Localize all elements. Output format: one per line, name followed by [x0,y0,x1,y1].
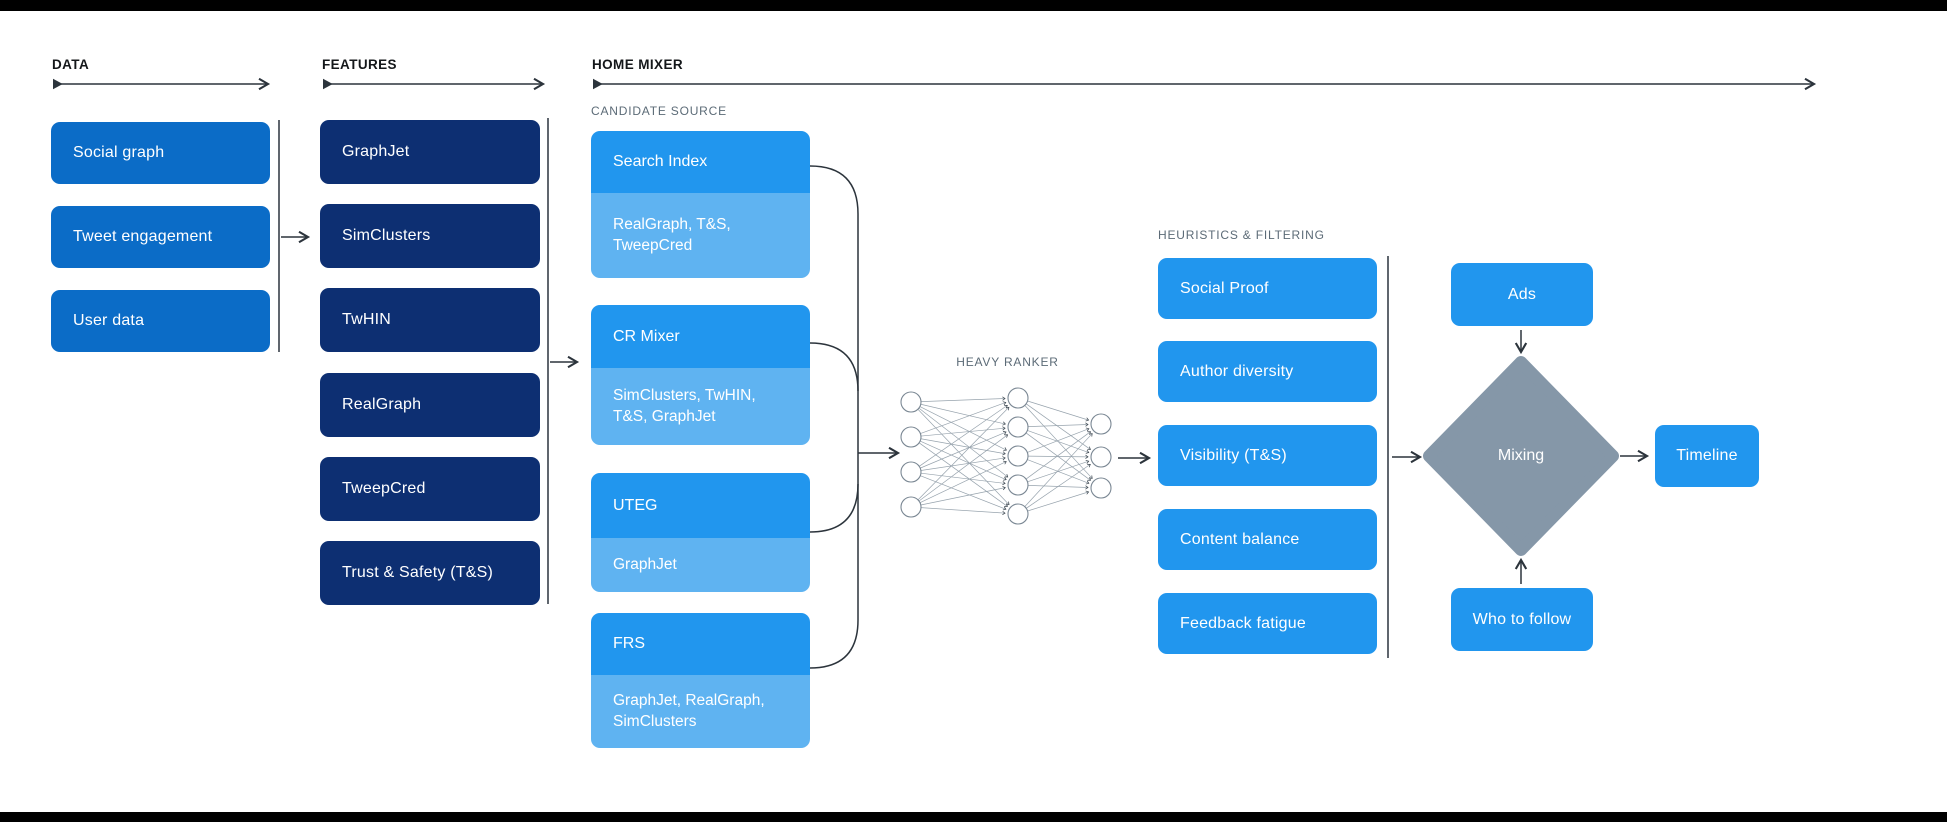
feature-box-graphjet: GraphJet [320,120,540,184]
candidate-source-uteg: UTEG GraphJet [591,473,810,592]
divider-lines [278,118,1389,658]
neural-network-node [1007,474,1029,496]
candidate-source-cr-mixer: CR Mixer SimClusters, TwHIN, T&S, GraphJ… [591,305,810,445]
candidate-source-name: Search Index [591,131,810,193]
neural-network-node [1007,445,1029,467]
bottom-black-bar [0,812,1947,822]
feature-box-trust-safety: Trust & Safety (T&S) [320,541,540,605]
candidate-source-features: SimClusters, TwHIN, T&S, GraphJet [591,368,810,445]
neural-network-node [900,461,922,483]
who-to-follow-box: Who to follow [1451,588,1593,651]
neural-network-node [1007,503,1029,525]
data-box-social-graph: Social graph [51,122,270,184]
data-box-user-data: User data [51,290,270,352]
neural-network-node [900,426,922,448]
candidate-source-name: FRS [591,613,810,675]
neural-network-node [1090,477,1112,499]
feature-box-tweepcred: TweepCred [320,457,540,521]
candidate-source-name: CR Mixer [591,305,810,368]
candidate-source-subheader: CANDIDATE SOURCE [591,104,727,118]
candidate-source-features: RealGraph, T&S, TweepCred [591,193,810,278]
data-column-header: DATA [52,57,90,72]
neural-network-node [1090,413,1112,435]
neural-network-node [1007,387,1029,409]
feature-box-simclusters: SimClusters [320,204,540,268]
candidate-source-features: GraphJet, RealGraph, SimClusters [591,675,810,748]
cr-mixer-curve [809,342,859,392]
flow-arrows [281,230,1650,584]
candidate-source-frs: FRS GraphJet, RealGraph, SimClusters [591,613,810,748]
heuristic-box-author-diversity: Author diversity [1158,341,1377,402]
candidate-source-name: UTEG [591,473,810,538]
search-index-curve [809,165,859,215]
heuristic-box-feedback-fatigue: Feedback fatigue [1158,593,1377,654]
neural-network-node [1090,446,1112,468]
heuristic-box-visibility: Visibility (T&S) [1158,425,1377,486]
candidate-source-search-index: Search Index RealGraph, T&S, TweepCred [591,131,810,278]
uteg-curve [809,483,859,533]
heuristics-header: HEURISTICS & FILTERING [1158,228,1325,242]
heuristic-box-content-balance: Content balance [1158,509,1377,570]
data-box-tweet-engagement: Tweet engagement [51,206,270,268]
top-black-bar [0,0,1947,11]
mixing-diamond-label: Mixing [1497,447,1545,464]
mixing-diamond-shape [1423,356,1619,556]
heavy-ranker-label: HEAVY RANKER [956,355,1059,369]
neural-network-node [1007,416,1029,438]
neural-network-node [900,496,922,518]
features-column-header: FEATURES [322,57,397,72]
home-mixer-column-header: HOME MIXER [592,57,684,72]
frs-curve [809,619,859,669]
candidate-bracket [809,165,901,669]
heuristic-box-social-proof: Social Proof [1158,258,1377,319]
neural-network-node [900,391,922,413]
timeline-box: Timeline [1655,425,1759,487]
feature-box-realgraph: RealGraph [320,373,540,437]
neural-network-illustration [900,387,1112,525]
feature-box-twhin: TwHIN [320,288,540,352]
candidate-source-features: GraphJet [591,538,810,592]
ads-box: Ads [1451,263,1593,326]
